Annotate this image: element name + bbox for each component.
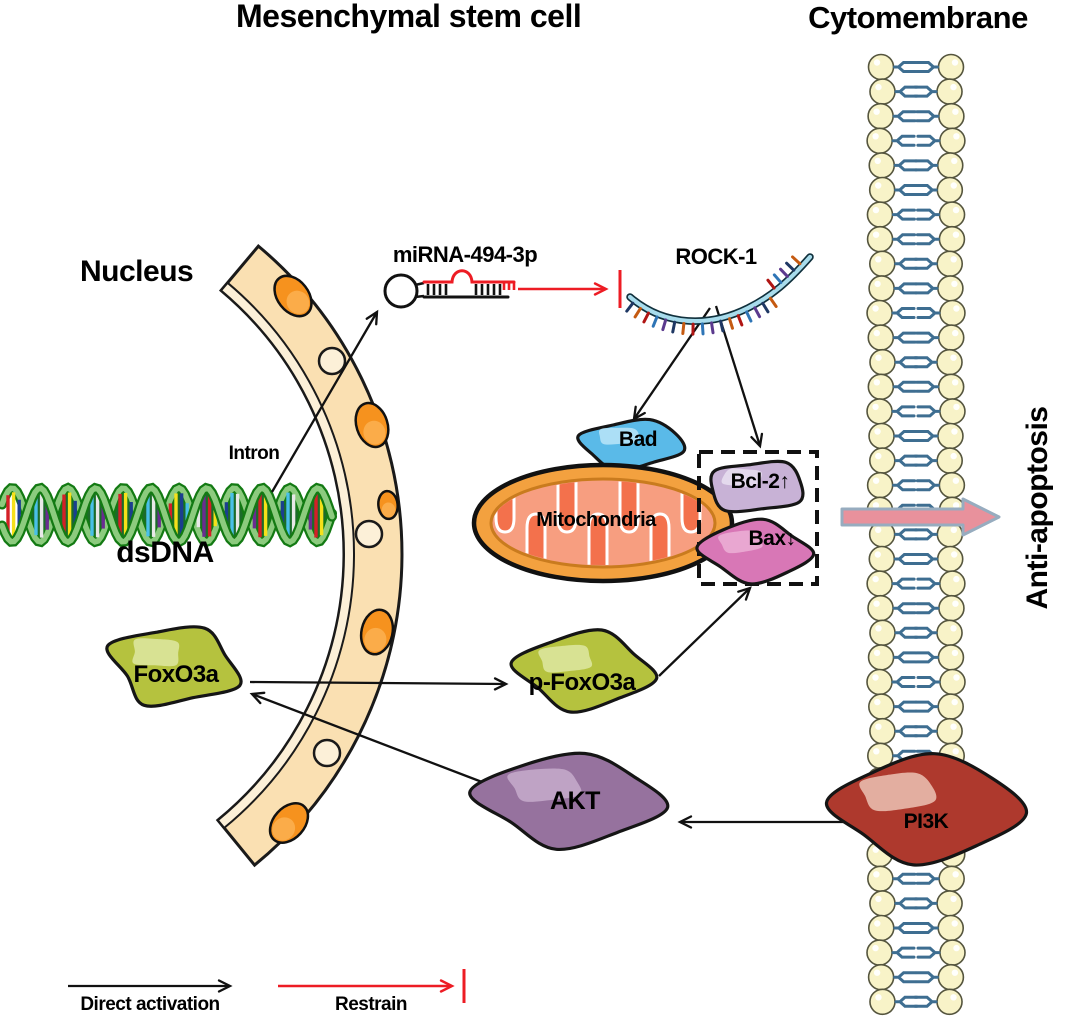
bad-label: Bad: [618, 428, 658, 451]
mirna-label: miRNA-494-3p: [392, 242, 538, 267]
hairpin-rungs: [426, 282, 516, 295]
akt-protein: [468, 751, 670, 851]
mirna-hairpin: [383, 269, 516, 309]
dsdna-helix: [0, 482, 337, 548]
anti-apoptosis-label: Anti-apoptosis: [1021, 406, 1054, 610]
rock1-mrna-strand: [625, 253, 814, 336]
cell-title: Mesenchymal stem cell: [236, 0, 582, 34]
mitochondria-shape: [471, 462, 735, 584]
bax-label: Bax↓: [748, 527, 796, 550]
foxo3a-label: FoxO3a: [133, 661, 219, 688]
protein-blobs: [105, 459, 1029, 867]
akt-label: AKT: [550, 787, 600, 815]
legend-direct-activation-label: Direct activation: [80, 994, 220, 1015]
bax-protein: [695, 517, 816, 586]
restrain-arrows: [278, 270, 622, 1003]
rock1-strand-teeth: [625, 255, 802, 336]
anti-apoptosis-arrow: [840, 497, 1001, 537]
activation-arrows: [68, 305, 846, 993]
cytomembrane-label: Cytomembrane: [808, 0, 1028, 35]
bcl2-protein: [709, 459, 805, 514]
pi3k-protein: [824, 752, 1029, 867]
p-foxo3a-protein: [509, 628, 659, 714]
foxo3a-protein: [105, 625, 243, 708]
p-foxo3a-label: p-FoxO3a: [528, 669, 636, 696]
pi3k-label: PI3K: [903, 810, 949, 833]
intron-label: Intron: [228, 443, 280, 464]
legend-restrain-label: Restrain: [334, 994, 408, 1015]
nucleus-label: Nucleus: [80, 255, 194, 288]
nuclear-pores: [268, 274, 399, 844]
dsdna-label: dsDNA: [116, 536, 214, 569]
cytomembrane-bilayer: [866, 53, 966, 1016]
nuclear-envelope: [215, 243, 404, 868]
rock1-label: ROCK-1: [675, 244, 757, 269]
bcl2-label: Bcl-2↑: [730, 470, 790, 493]
mitochondria-label: Mitochondria: [536, 509, 656, 531]
